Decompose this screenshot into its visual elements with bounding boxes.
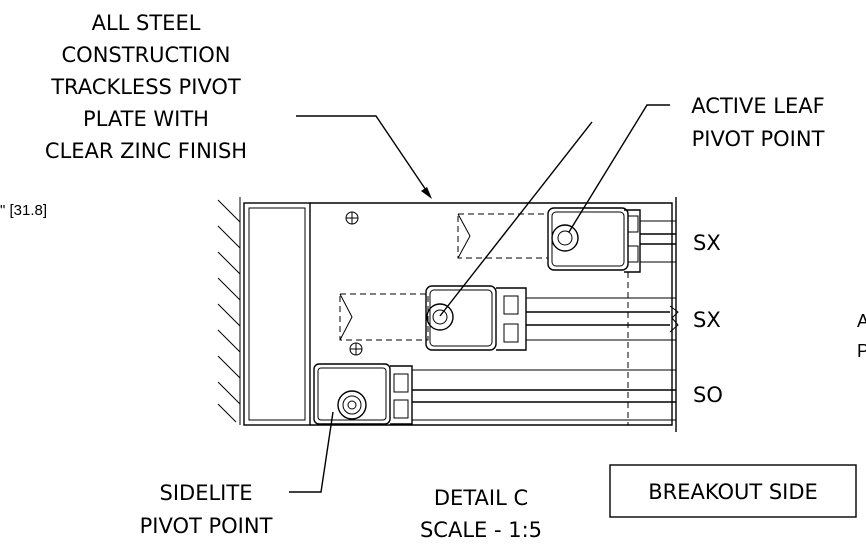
plate-leader-line (296, 115, 431, 197)
plate-callout-line-3: TRACKLESS PIVOT (50, 75, 241, 99)
plate-callout-line-1: ALL STEEL (92, 11, 201, 35)
top-leaf-pivot (457, 207, 676, 273)
plate-callout-line-5: CLEAR ZINC FINISH (45, 139, 247, 163)
frame-jamb (243, 202, 311, 426)
plate-leader-arrow (421, 187, 432, 199)
right-edge-fragment-1: A (857, 311, 866, 331)
dimension-text: " [31.8] (0, 202, 47, 219)
pivot-plate-outline (310, 202, 673, 426)
right-edge-fragment-2: P (857, 341, 866, 361)
middle-pivot-point-icon (426, 303, 454, 331)
sidelite-leader-line (289, 411, 334, 493)
breakout-side-label: BREAKOUT SIDE (648, 480, 818, 504)
breakout-side-box (609, 464, 857, 518)
active-leaf-leader-upper (568, 104, 670, 233)
active-leaf-callout-line-1: ACTIVE LEAF (691, 94, 824, 118)
plate-callout-line-2: CONSTRUCTION (62, 43, 231, 67)
frame-jamb-inner (248, 207, 306, 421)
panel-label-top: SX (693, 231, 721, 255)
panel-label-middle: SX (693, 308, 721, 332)
sidelite-pivot (313, 363, 676, 425)
active-leaf-leader-lower (439, 121, 593, 317)
plate-callout: ALL STEEL CONSTRUCTION TRACKLESS PIVOT P… (45, 11, 247, 163)
active-leaf-callout-line-2: PIVOT POINT (692, 127, 825, 151)
panel-label-bottom: SO (693, 383, 723, 407)
wall-hatch (217, 197, 241, 425)
sidelite-pivot-point-icon (337, 390, 367, 420)
plate-callout-line-4: PLATE WITH (83, 107, 209, 131)
top-pivot-point-icon (551, 224, 579, 252)
sidelite-callout-line-2: PIVOT POINT (140, 514, 273, 538)
detail-scale: SCALE - 1:5 (420, 518, 542, 542)
detail-title: DETAIL C (434, 486, 528, 510)
sidelite-callout-line-1: SIDELITE (160, 481, 253, 505)
middle-leaf-pivot (339, 285, 679, 351)
